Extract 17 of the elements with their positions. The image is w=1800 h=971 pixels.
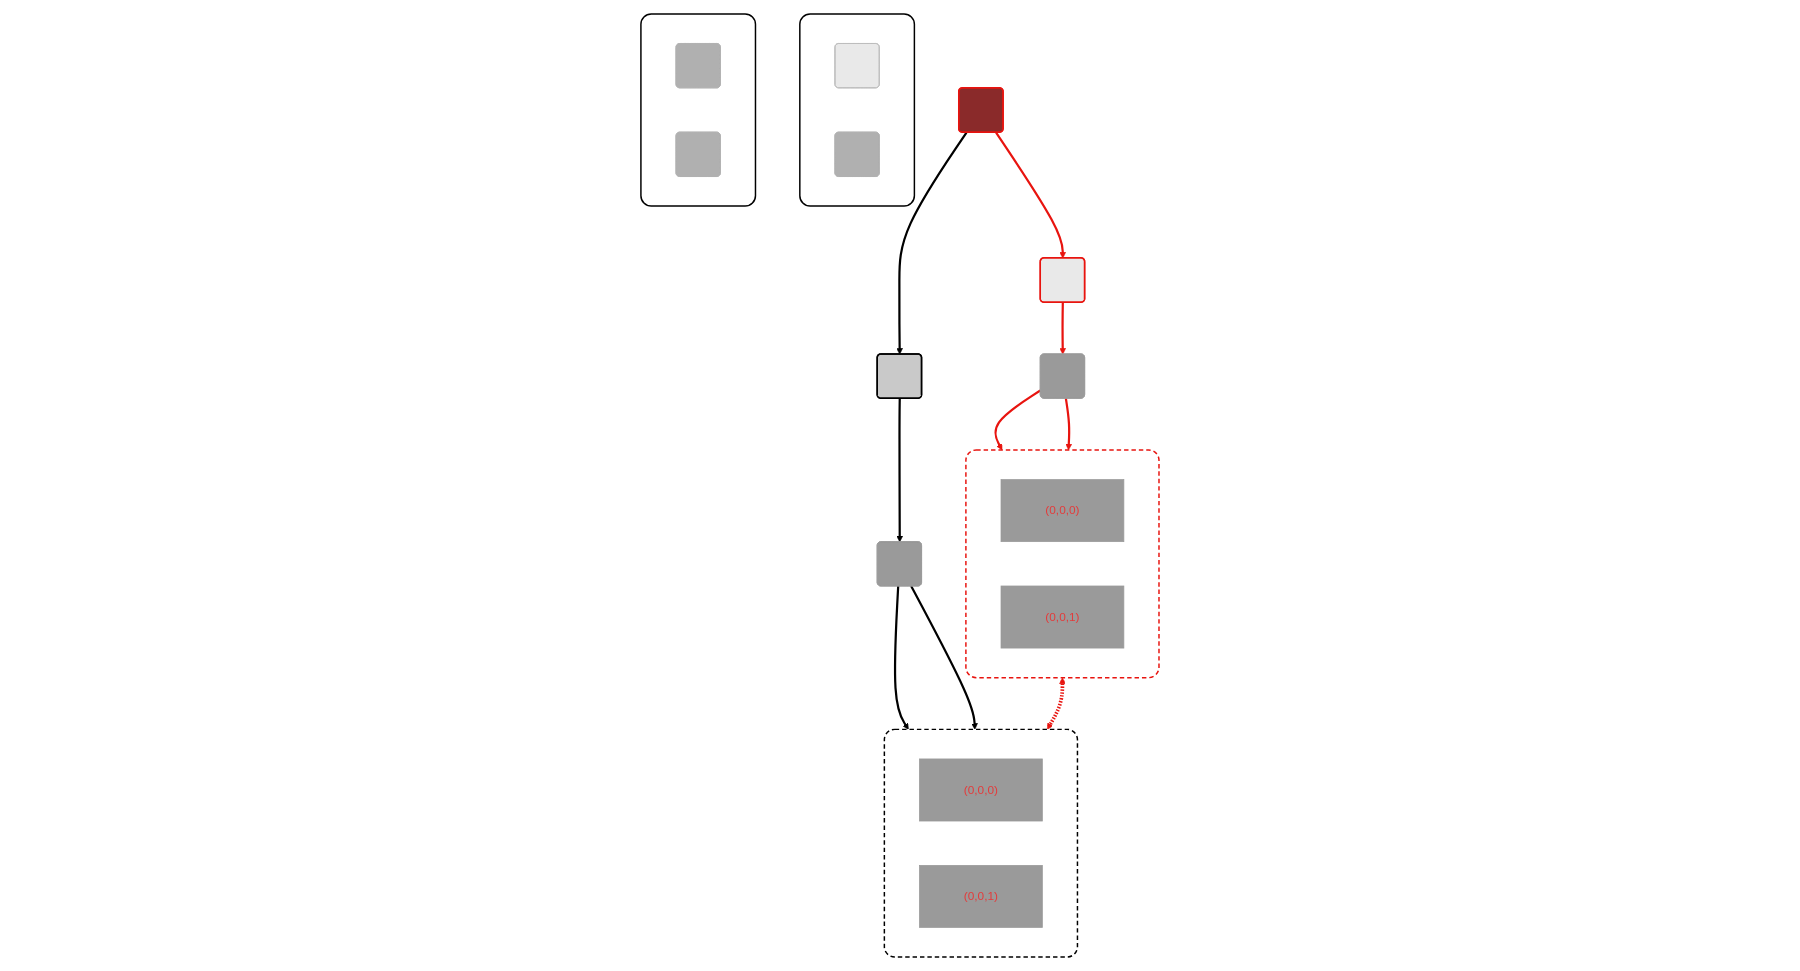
cluster xyxy=(965,449,1160,679)
arrow xyxy=(1064,398,1073,451)
arrow xyxy=(1047,677,1066,730)
arrow xyxy=(910,585,978,730)
node-box: (0,0,0) xyxy=(1000,479,1125,543)
cluster xyxy=(799,13,916,207)
arrow xyxy=(1059,302,1067,355)
node-box: (0,0,1) xyxy=(919,865,1043,928)
arrow xyxy=(994,389,1041,451)
arrow xyxy=(896,398,904,543)
node-box: (0,0,1) xyxy=(1000,585,1125,649)
arrow xyxy=(893,585,909,730)
arrow xyxy=(995,131,1067,259)
cluster xyxy=(883,728,1079,958)
node-box: (0,0,0) xyxy=(919,758,1043,822)
cluster xyxy=(640,13,757,207)
arrow xyxy=(896,131,968,355)
